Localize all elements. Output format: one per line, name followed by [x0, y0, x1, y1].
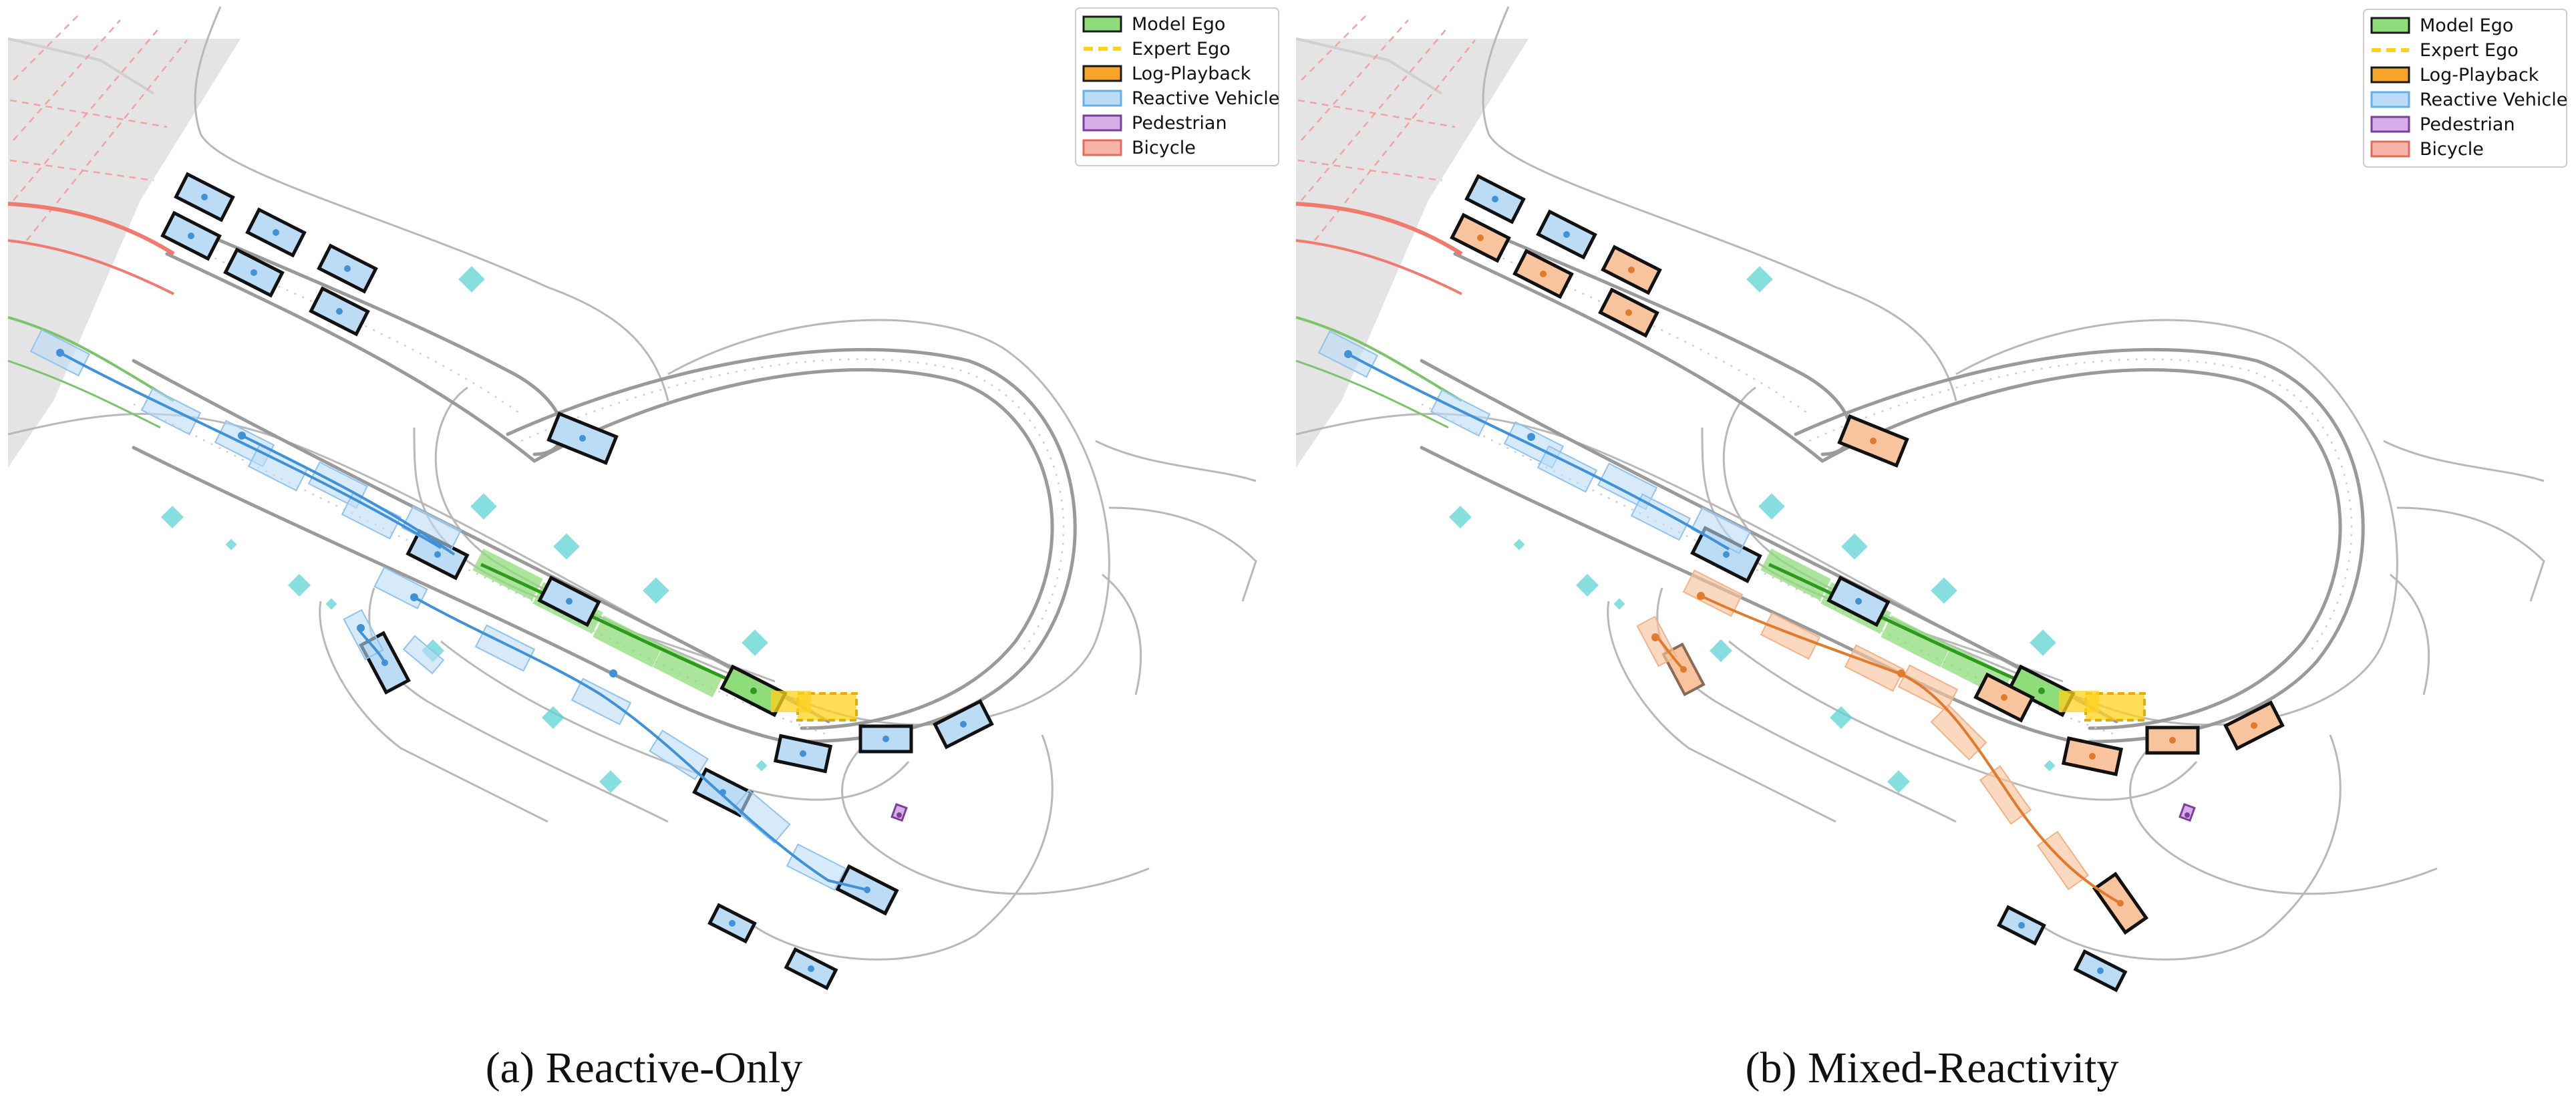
legend-swatch — [2370, 66, 2410, 84]
legend-label: Bicycle — [2420, 139, 2484, 160]
legend-swatch — [1082, 15, 1122, 33]
legend-swatch — [1082, 65, 1122, 82]
legend-item-expert-ego: Expert Ego — [1084, 39, 1231, 59]
panel-mixed-reactivity — [1296, 7, 2544, 993]
legend-label: Pedestrian — [2420, 114, 2515, 135]
legend-label: Model Ego — [2420, 15, 2513, 36]
legend-swatch — [2370, 140, 2410, 158]
legend-swatch — [1082, 114, 1122, 132]
panel-reactive-only — [8, 7, 1256, 991]
legend-swatch — [2370, 91, 2410, 108]
legend-item-bicycle: Bicycle — [1082, 138, 1196, 158]
vehicles-panel-b — [1317, 174, 2285, 993]
legend-label: Expert Ego — [1132, 39, 1231, 59]
legend-swatch — [1082, 90, 1122, 107]
legend-item-pedestrian: Pedestrian — [1082, 113, 1227, 134]
legend-label: Log-Playback — [1132, 63, 1251, 84]
legend-item-expert-ego: Expert Ego — [2372, 40, 2519, 61]
legend-label: Bicycle — [1132, 138, 1196, 158]
legend-item-pedestrian: Pedestrian — [2370, 114, 2515, 135]
legend-item-log-playback: Log-Playback — [1082, 63, 1251, 84]
legend-swatch — [2370, 116, 2410, 133]
legend-item-reactive-vehicle: Reactive Vehicle — [2370, 90, 2567, 110]
legend-swatch — [1082, 139, 1122, 156]
caption-panel-b: (b) Mixed-Reactivity — [1745, 1044, 2118, 1092]
legend-item-model-ego: Model Ego — [1082, 14, 1225, 35]
legend-label: Model Ego — [1132, 14, 1225, 35]
legend-swatch — [2370, 17, 2410, 34]
legend-label: Reactive Vehicle — [2420, 90, 2567, 110]
caption-panel-a: (a) Reactive-Only — [486, 1044, 803, 1092]
legend-item-reactive-vehicle: Reactive Vehicle — [1082, 88, 1279, 109]
legend-label: Log-Playback — [2420, 65, 2539, 86]
legend-item-model-ego: Model Ego — [2370, 15, 2513, 36]
reactive-vehicles-panel-a — [29, 172, 994, 991]
legend-label: Pedestrian — [1132, 113, 1227, 134]
legend-item-log-playback: Log-Playback — [2370, 65, 2539, 86]
legend-label: Expert Ego — [2420, 40, 2519, 61]
legend-label: Reactive Vehicle — [1132, 88, 1279, 109]
legend-item-bicycle: Bicycle — [2370, 139, 2484, 160]
